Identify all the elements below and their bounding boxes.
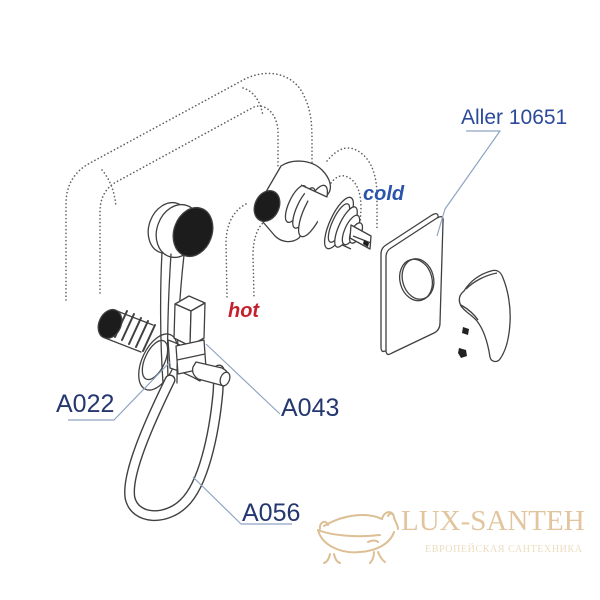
part-label-a056: A056 <box>242 499 301 527</box>
escutcheon-plate <box>380 213 444 356</box>
leader-line-a043 <box>205 343 281 415</box>
leader-line-product <box>436 130 501 237</box>
cold-water-label: cold <box>363 183 405 205</box>
part-label-a043: A043 <box>281 394 340 422</box>
leader-line-a022 <box>68 361 171 421</box>
concealed-pipe-dotted <box>65 72 378 301</box>
shower-hose-a056 <box>124 364 225 522</box>
shower-head <box>147 201 214 259</box>
mixer-cartridge <box>297 184 372 250</box>
screw <box>458 348 467 358</box>
handle-lever <box>458 269 511 363</box>
mounting-screws <box>458 327 469 358</box>
holder-bracket-a043 <box>173 295 231 387</box>
product-label: Aller 10651 <box>461 106 568 129</box>
hot-water-label: hot <box>228 300 260 322</box>
screw <box>462 327 469 335</box>
leader-line-a056 <box>192 476 292 525</box>
part-label-a022: A022 <box>56 390 115 418</box>
leader-lines <box>68 130 501 525</box>
